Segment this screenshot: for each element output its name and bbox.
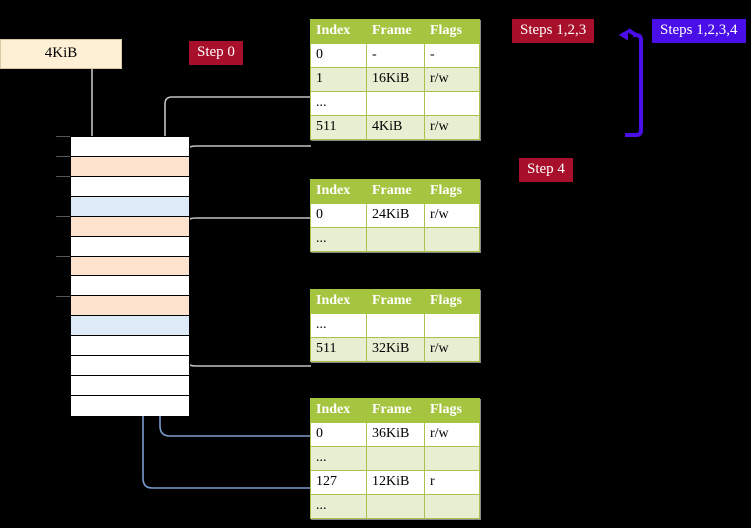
memory-frame-row	[71, 256, 189, 277]
memory-frame-row	[71, 137, 189, 157]
page-table-header-frame: Frame	[366, 398, 425, 423]
page-table-cell-index: 0	[310, 422, 367, 447]
page-table-cell-index: 0	[310, 43, 367, 68]
memory-frame-row	[71, 296, 189, 317]
table-row: ...	[310, 446, 480, 471]
table-row: ...	[310, 313, 480, 338]
page-table-cell-flags: r/w	[424, 115, 480, 140]
page-table-header-frame: Frame	[366, 289, 425, 314]
memory-frame-row	[71, 276, 189, 297]
page-table-cell-flags: r/w	[424, 337, 480, 362]
page-table-cell-flags: -	[424, 43, 480, 68]
page-table-cell-index: 0	[310, 203, 367, 228]
page-table-cell-flags	[424, 446, 480, 471]
badge-step4: Step 4	[519, 158, 573, 182]
page-table-cell-frame	[366, 446, 425, 471]
page-table-cell-index: ...	[310, 91, 367, 116]
memory-frame-row	[71, 356, 189, 377]
memory-frame-row	[71, 376, 189, 396]
page-table-cell-index: ...	[310, 446, 367, 471]
page-table-cell-flags: r/w	[424, 422, 480, 447]
badge-steps1234-label: Steps 1,2,3,4	[660, 22, 738, 38]
badge-steps123: Steps 1,2,3	[512, 19, 595, 43]
page-table-cell-flags	[424, 313, 480, 338]
page-table-cell-index: ...	[310, 227, 367, 252]
memory-frame-row	[71, 336, 189, 357]
memory-tick	[56, 216, 70, 217]
page-table-cell-index: ...	[310, 313, 367, 338]
page-table-header-flags: Flags	[424, 289, 480, 314]
page-table-cell-frame	[366, 227, 425, 252]
page-table-cell-flags: r	[424, 470, 480, 495]
page-table-cell-frame	[366, 91, 425, 116]
page-table-cell-flags: r/w	[424, 203, 480, 228]
page-table-cell-frame	[366, 494, 425, 519]
memory-frame-row	[71, 236, 189, 257]
page-table-cell-frame: 12KiB	[366, 470, 425, 495]
page-table-header-flags: Flags	[424, 398, 480, 423]
page-table-header-flags: Flags	[424, 19, 480, 44]
table-row: ...	[310, 227, 480, 252]
page-table-cell-flags: r/w	[424, 67, 480, 92]
page-table-cell-flags	[424, 227, 480, 252]
memory-tick	[56, 256, 70, 257]
badge-step0-label: Step 0	[197, 44, 235, 60]
memory-frame-row	[71, 395, 189, 416]
badge-step0: Step 0	[189, 41, 243, 65]
memory-tick	[56, 156, 70, 157]
page-table-header-frame: Frame	[366, 19, 425, 44]
page-table-cell-frame: 32KiB	[366, 337, 425, 362]
memory-frame-row	[71, 196, 189, 217]
frame-size-label: 4KiB	[44, 45, 78, 61]
frame-size-box: 4KiB	[0, 39, 122, 69]
page-table-cell-frame: -	[366, 43, 425, 68]
page-table-header-flags: Flags	[424, 179, 480, 204]
memory-frame-row	[71, 216, 189, 237]
badge-steps123-label: Steps 1,2,3	[520, 22, 587, 38]
memory-frame-row	[71, 176, 189, 197]
table-row: ...	[310, 91, 480, 116]
page-table-cell-frame: 36KiB	[366, 422, 425, 447]
table-row: 0--	[310, 43, 480, 68]
page-table-header-index: Index	[310, 179, 367, 204]
memory-tick	[56, 296, 70, 297]
memory-frame-row	[71, 156, 189, 177]
page-table-cell-frame: 16KiB	[366, 67, 425, 92]
page-table-cell-index: ...	[310, 494, 367, 519]
badge-steps1234: Steps 1,2,3,4	[652, 19, 746, 43]
page-table-cell-index: 511	[310, 337, 367, 362]
page-table-cell-index: 511	[310, 115, 367, 140]
memory-tick	[56, 176, 70, 177]
physical-memory-column	[70, 136, 190, 416]
page-table-header-index: Index	[310, 19, 367, 44]
page-table-header-index: Index	[310, 398, 367, 423]
page-table-cell-flags	[424, 91, 480, 116]
page-table-header-frame: Frame	[366, 179, 425, 204]
page-table-cell-flags	[424, 494, 480, 519]
memory-frame-row	[71, 316, 189, 337]
page-table-cell-frame: 4KiB	[366, 115, 425, 140]
table-row: ...	[310, 494, 480, 519]
page-table-cell-frame: 24KiB	[366, 203, 425, 228]
page-table-cell-frame	[366, 313, 425, 338]
page-table-cell-index: 127	[310, 470, 367, 495]
page-table-cell-index: 1	[310, 67, 367, 92]
badge-step4-label: Step 4	[527, 161, 565, 177]
memory-tick	[56, 136, 70, 137]
page-table-header-index: Index	[310, 289, 367, 314]
